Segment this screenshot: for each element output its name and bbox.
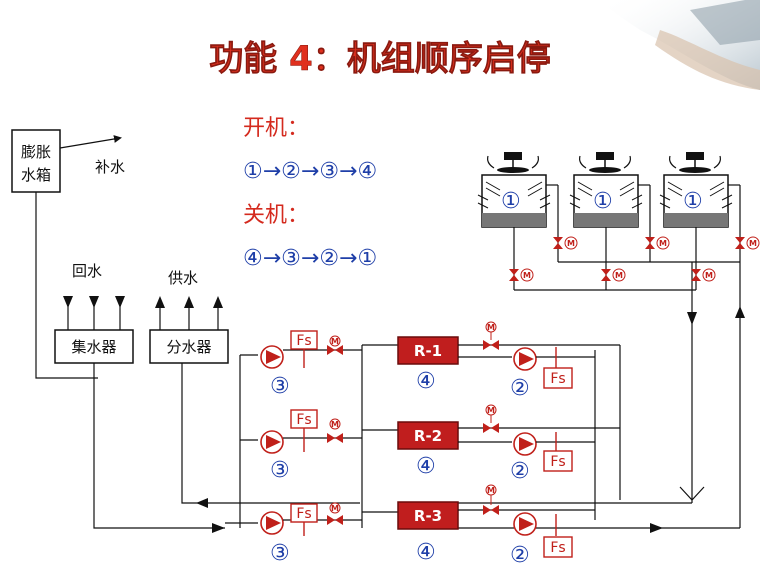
flow-switch-label: Fs xyxy=(550,454,565,470)
collector: 集水器 xyxy=(54,296,134,364)
motorized-valve-icon xyxy=(483,340,499,350)
chiller-number: ④ xyxy=(416,454,436,479)
condenser-pump-number: ② xyxy=(510,459,530,484)
chiller-unit xyxy=(397,421,459,450)
chilled-pump-number: ③ xyxy=(270,541,290,566)
svg-text:M: M xyxy=(567,239,575,248)
expansion-tank-line1: 膨胀 xyxy=(21,143,51,161)
expansion-pipe xyxy=(35,192,98,379)
chiller-label: R-2 xyxy=(414,427,442,445)
supply-water-label: 供水 xyxy=(168,269,198,287)
svg-text:M: M xyxy=(487,486,495,495)
svg-text:M: M xyxy=(523,271,531,280)
flow-switch-label: Fs xyxy=(296,506,311,522)
condenser-pump-number: ② xyxy=(510,376,530,401)
tower-valves-lower: M M M xyxy=(509,268,716,282)
svg-text:M: M xyxy=(487,406,495,415)
chiller-label: R-1 xyxy=(414,342,442,360)
chilled-pump-number: ③ xyxy=(270,458,290,483)
motorized-valve-icon xyxy=(327,515,343,525)
cooling-tower-number: ① xyxy=(593,189,613,214)
chiller-row-3: Fs M ③ R-3 ④ M Fs ② xyxy=(225,484,595,568)
distributor: 分水器 xyxy=(149,296,229,364)
flow-switch-label: Fs xyxy=(550,540,565,556)
makeup-water-pipe xyxy=(59,135,122,149)
chiller-label: R-3 xyxy=(414,507,442,525)
cooling-tower-number: ① xyxy=(501,189,521,214)
flow-switch-label: Fs xyxy=(296,333,311,349)
flow-switch-icon xyxy=(543,450,573,472)
chiller-row-2: Fs M ③ R-2 ④ M Fs ② xyxy=(240,404,620,484)
svg-text:M: M xyxy=(749,239,757,248)
collector-label: 集水器 xyxy=(71,338,116,356)
shutdown-label: 关机： xyxy=(243,203,309,228)
supply-header-pipe xyxy=(181,363,248,504)
cooling-tower-3: ① xyxy=(659,152,733,228)
flow-switch-icon xyxy=(543,536,573,558)
motorized-valve-icon xyxy=(327,433,343,443)
svg-text:M: M xyxy=(659,239,667,248)
cooling-tower-2: ① xyxy=(569,152,643,228)
page-title: 功能 4：机组顺序启停 xyxy=(209,39,551,79)
makeup-water-label: 补水 xyxy=(95,158,125,176)
svg-text:M: M xyxy=(487,323,495,332)
motorized-valve-icon xyxy=(483,505,499,515)
shutdown-sequence: ④→③→②→① xyxy=(243,246,377,271)
chilled-pump-number: ③ xyxy=(270,374,290,399)
condenser-pump-number: ② xyxy=(510,543,530,568)
chiller-number: ④ xyxy=(416,369,436,394)
cooling-tower-number: ① xyxy=(683,189,703,214)
startup-label: 开机： xyxy=(243,116,309,141)
distributor-label: 分水器 xyxy=(166,338,211,356)
startup-sequence: ①→②→③→④ xyxy=(243,159,377,184)
tower-valves-upper: M M M xyxy=(553,236,760,250)
return-water-label: 回水 xyxy=(72,262,102,280)
svg-text:M: M xyxy=(705,271,713,280)
chiller-unit xyxy=(397,336,459,365)
flow-switch-icon xyxy=(543,367,573,389)
svg-text:M: M xyxy=(331,337,339,346)
svg-text:M: M xyxy=(331,420,339,429)
corner-photo-decoration xyxy=(600,0,760,90)
motorized-valve-icon xyxy=(327,345,343,355)
svg-text:M: M xyxy=(615,271,623,280)
motorized-valve-icon xyxy=(483,423,499,433)
flow-switch-label: Fs xyxy=(296,412,311,428)
cooling-tower-1: ① xyxy=(477,152,551,228)
chiller-number: ④ xyxy=(416,540,436,565)
svg-text:M: M xyxy=(331,504,339,513)
expansion-tank: 膨胀 水箱 xyxy=(11,129,61,193)
return-header-pipe xyxy=(93,363,225,529)
expansion-tank-line2: 水箱 xyxy=(21,166,51,184)
chiller-unit xyxy=(397,501,459,530)
chiller-row-1: Fs M ③ R-1 ④ M Fs ② xyxy=(240,321,620,401)
flow-switch-label: Fs xyxy=(550,371,565,387)
